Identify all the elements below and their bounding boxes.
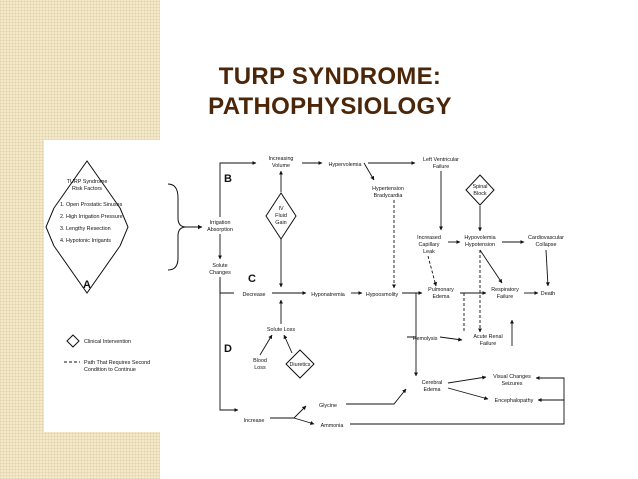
arrow-diuretics-to-soluteloss: [283, 334, 293, 354]
slide-title: TURP SYNDROME: PATHOPHYSIOLOGY: [170, 62, 490, 122]
node-hyponatremia: Hyponatremia: [311, 292, 345, 298]
node-lv-failure-2: Failure: [433, 164, 449, 170]
node-cv-collapse-1: Cardiovascular: [528, 235, 564, 241]
section-label-a: A: [83, 279, 91, 291]
node-pulmonary-edema-1: Pulmonary: [428, 287, 454, 293]
node-glycine: Glycine: [319, 403, 337, 409]
slide-title-line-1: TURP SYNDROME:: [218, 63, 442, 90]
arrow-collapse-to-death: [545, 249, 550, 287]
node-hypervolemia: Hypervolemia: [329, 162, 362, 168]
risk-factors-box: TURP Syndrome Risk Factors 1. Open Prost…: [45, 160, 203, 294]
legend-diamond-symbol: [66, 334, 80, 348]
node-lv-failure-1: Left Ventricular: [423, 157, 459, 163]
legend-clinical-intervention: Clinical Intervention: [84, 339, 131, 345]
arrow-solute-to-increase: [219, 280, 239, 413]
node-blood-loss-1: Blood: [253, 358, 267, 364]
node-solute-changes-2: Changes: [209, 270, 231, 276]
flowchart-svg: TURP Syndrome Risk Factors 1. Open Prost…: [45, 156, 565, 429]
node-renal-failure-2: Failure: [480, 341, 496, 347]
node-pulmonary-edema-2: Edema: [432, 294, 449, 300]
node-capillary-leak-1: Increased: [417, 235, 441, 241]
node-cerebral-edema-1: Cerebral: [422, 380, 443, 386]
legend-second-condition-1: Path That Requires Second: [84, 360, 150, 366]
slide-title-line-2: PATHOPHYSIOLOGY: [208, 93, 452, 120]
arrow-cerebral-to-visual: [447, 375, 487, 384]
arrow-cerebral-to-encephalopathy: [447, 387, 489, 400]
node-encephalopathy: Encephalopathy: [495, 398, 534, 404]
node-irrigation-absorption-1: Irrigation: [210, 220, 231, 226]
node-iv-fluid-gain-1: IV: [278, 206, 283, 212]
risk-item-1: 1. Open Prostatic Sinuses: [60, 202, 123, 208]
node-hypertension-2: Bradycardia: [374, 193, 403, 199]
flowchart-connectors: [217, 160, 565, 425]
node-visual-changes-2: Seizures: [502, 381, 523, 387]
node-increase: Increase: [244, 418, 265, 424]
node-spinal-block-1: Spinal: [473, 184, 488, 190]
risk-diamond-left: [45, 207, 55, 247]
legend: Clinical Intervention Path That Requires…: [64, 334, 150, 373]
risk-brace: [167, 183, 187, 271]
node-solute-changes-1: Solute: [212, 263, 227, 269]
node-hypoosmolity: Hypoosmolity: [366, 292, 399, 298]
arrow-increase-to-ammonia: [293, 417, 315, 425]
node-ammonia: Ammonia: [321, 423, 344, 429]
node-hemolysis: Hemolysis: [413, 336, 438, 342]
arrow-hypervolemia-to-hypertension: [363, 162, 375, 181]
arrow-bloodloss-to-soluteloss: [259, 334, 273, 356]
risk-title-1: TURP Syndrome: [67, 179, 108, 185]
risk-title-2: Risk Factors: [72, 186, 102, 192]
arrow-hemolysis-to-renal: [439, 336, 463, 342]
node-capillary-leak-3: Leak: [423, 249, 435, 255]
section-label-c: C: [248, 273, 256, 285]
diuretics-diamond: [285, 349, 315, 379]
node-hypovolemia-1: Hypovolemia: [464, 235, 495, 241]
line-to-hemolysis: [407, 293, 417, 338]
node-cerebral-edema-2: Edema: [423, 387, 440, 393]
arrow-increase-to-glycine: [270, 405, 307, 419]
node-renal-failure-1: Acute Renal: [473, 334, 502, 340]
dashed-connectors: [391, 200, 483, 333]
node-iv-fluid-gain-3: Gain: [275, 220, 286, 226]
risk-diamond-right: [119, 207, 129, 247]
arrow-glycine-to-cerebral: [346, 388, 407, 405]
node-death: Death: [541, 291, 555, 297]
line-solute-to-decrease: [219, 277, 234, 294]
node-hypovolemia-2: Hypotension: [465, 242, 495, 248]
node-increasing-volume-2: Volume: [272, 163, 290, 169]
spinal-block-diamond: [465, 174, 495, 206]
risk-diamond-top: [53, 160, 121, 209]
node-solute-loss: Solute Loss: [267, 327, 295, 333]
section-label-d: D: [224, 343, 232, 355]
node-respiratory-failure-1: Respiratory: [491, 287, 519, 293]
risk-item-2: 2. High Irrigation Pressure: [60, 214, 123, 220]
node-cv-collapse-2: Collapse: [536, 242, 557, 248]
dashed-leak-to-edema: [427, 255, 438, 287]
risk-item-4: 4. Hypotonic Irrigants: [60, 238, 111, 244]
node-diuretics: Diuretics: [290, 362, 311, 368]
arrow-ammonia-to-visual: [350, 375, 565, 425]
node-decrease: Decrease: [242, 292, 265, 298]
section-label-b: B: [224, 173, 232, 185]
node-hypertension-1: Hypertension: [372, 186, 404, 192]
node-iv-fluid-gain-2: Fluid: [275, 213, 287, 219]
risk-diamond-bottom: [53, 245, 121, 294]
legend-second-condition-2: Condition to Continue: [84, 367, 136, 373]
pathophysiology-flowchart: TURP Syndrome Risk Factors 1. Open Prost…: [44, 140, 604, 432]
node-increasing-volume-1: Increasing: [269, 156, 294, 162]
node-respiratory-failure-2: Failure: [497, 294, 513, 300]
node-spinal-block-2: Block: [473, 191, 486, 197]
node-blood-loss-2: Loss: [254, 365, 266, 371]
node-capillary-leak-2: Capillary: [419, 242, 440, 248]
arrow-hypovolemia-to-respiratory: [479, 249, 503, 284]
node-visual-changes-1: Visual Changes: [493, 374, 531, 380]
arrow-irrigation-to-volume: [219, 160, 257, 217]
node-irrigation-absorption-2: Absorption: [207, 227, 233, 233]
risk-item-3: 3. Lengthy Resection: [60, 226, 111, 232]
